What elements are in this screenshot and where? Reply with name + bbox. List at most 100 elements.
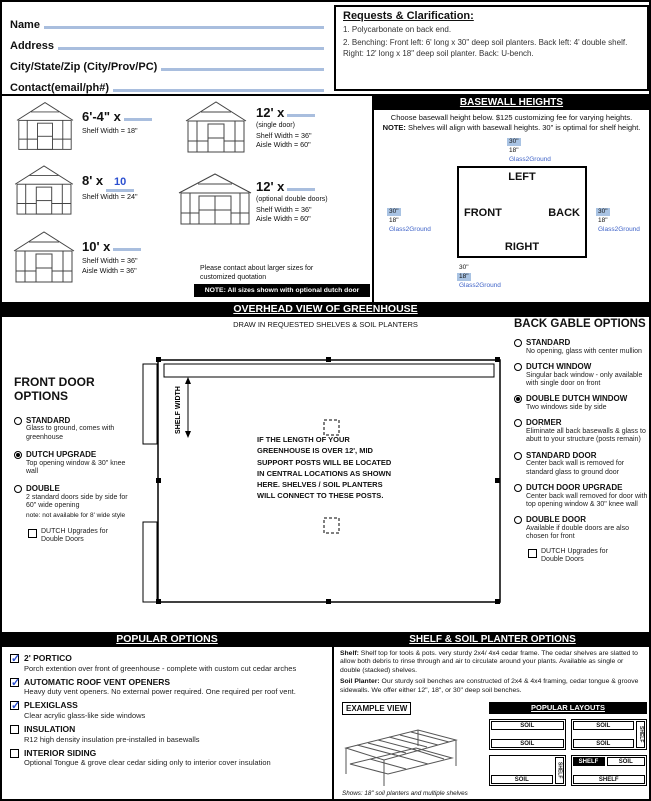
option-desc: 2 standard doors side by side for 60" wi… bbox=[26, 493, 128, 510]
shelf-description: Shelf top for tools & pots. very sturdy … bbox=[340, 650, 638, 674]
name-input[interactable] bbox=[43, 26, 324, 29]
basewall-note-label: NOTE: bbox=[382, 123, 406, 133]
basewall-left-18-option[interactable]: 18" bbox=[509, 147, 519, 155]
size-spec: Aisle Width = 36" bbox=[82, 265, 137, 275]
basewall-front-glass2ground-option[interactable]: Glass2Ground bbox=[389, 226, 431, 234]
front-door-dutch-upgrades-checkbox[interactable] bbox=[28, 528, 37, 538]
front-door-standard-radio[interactable] bbox=[14, 416, 22, 425]
basewall-right-30-option[interactable]: 30" bbox=[459, 264, 469, 271]
basewall-back-30-option[interactable]: 30" bbox=[596, 208, 610, 217]
option-label: AUTOMATIC ROOF VENT OPENERS bbox=[24, 676, 171, 687]
basewall-back-18-option[interactable]: 18" bbox=[598, 217, 608, 225]
checkbox-label: DUTCH Upgrades for Double Doors bbox=[541, 547, 608, 564]
mid-support-posts-note: IF THE LENGTH OF YOUR GREENHOUSE IS OVER… bbox=[257, 435, 392, 501]
size-name: 12' x bbox=[256, 179, 285, 194]
address-label: Address bbox=[10, 40, 55, 52]
option-desc: Center back wall is removed for standard… bbox=[526, 460, 625, 476]
basewall-back-glass2ground-option[interactable]: Glass2Ground bbox=[598, 226, 640, 234]
basewall-diagram: LEFT FRONT BACK RIGHT bbox=[457, 166, 587, 258]
front-door-option-standard: STANDARD Glass to ground, comes with gre… bbox=[14, 416, 136, 442]
basewall-intro-text: Choose basewall height below. $125 custo… bbox=[390, 113, 633, 122]
overhead-view-subtitle: DRAW IN REQUESTED SHELVES & SOIL PLANTER… bbox=[233, 320, 418, 329]
mid-support-post-marker bbox=[323, 419, 340, 436]
city-state-zip-input[interactable] bbox=[161, 68, 324, 71]
option-desc: No opening, glass with center mullion bbox=[526, 347, 642, 355]
option-label: STANDARD bbox=[26, 415, 71, 425]
shelf-soil-planter-section: SHELF & SOIL PLANTER OPTIONS Shelf: Shel… bbox=[334, 632, 649, 799]
popular-options-title: POPULAR OPTIONS bbox=[2, 632, 332, 647]
portico-checkbox[interactable] bbox=[10, 652, 20, 665]
size-spec: Shelf Width = 36" bbox=[256, 130, 312, 140]
interior-siding-checkbox[interactable] bbox=[10, 748, 19, 758]
basewall-front-18-option[interactable]: 18" bbox=[389, 217, 399, 225]
back-gable-dormer-radio[interactable] bbox=[514, 419, 522, 428]
size-spec: Shelf Width = 36" bbox=[82, 256, 138, 265]
basewall-note-text: Shelves will align with basewall heights… bbox=[408, 123, 641, 133]
name-row: Name bbox=[10, 10, 324, 31]
front-door-dutch-upgrade-radio[interactable] bbox=[14, 450, 22, 459]
option-text: STANDARD Glass to ground, comes with gre… bbox=[26, 416, 136, 442]
plexiglass-checkbox[interactable] bbox=[10, 699, 20, 712]
basewall-left-glass2ground-option[interactable]: Glass2Ground bbox=[509, 156, 551, 164]
back-gable-standard-radio[interactable] bbox=[514, 339, 522, 347]
size-10ft-length-input[interactable] bbox=[113, 248, 142, 251]
basewall-left-30-option[interactable]: 30" bbox=[507, 138, 521, 147]
larger-sizes-note: Please contact about larger sizes for cu… bbox=[200, 265, 314, 282]
insulation-checkbox[interactable] bbox=[10, 724, 19, 734]
contact-section: Name Address City/State/Zip (City/Prov/P… bbox=[4, 4, 332, 94]
basewall-left-options: 30" 18" Glass2Ground bbox=[507, 138, 553, 164]
contact-row: Contact(email/ph#) bbox=[10, 73, 324, 94]
basewall-right-18-option[interactable]: 18" bbox=[457, 273, 471, 282]
layout-option-4: SHELF SOIL SHELF bbox=[570, 755, 647, 786]
example-view-drawing bbox=[344, 729, 458, 786]
option-desc: Two windows side by side bbox=[526, 403, 607, 411]
address-input[interactable] bbox=[58, 47, 324, 50]
option-desc: Heavy duty vent openers. No external pow… bbox=[24, 687, 296, 697]
option-label: DOUBLE DOOR bbox=[526, 515, 586, 525]
layout-option-3: SHELF SOIL bbox=[489, 755, 566, 786]
popular-option-interior-siding: INTERIOR SIDING Optional Tongue & grove … bbox=[10, 748, 322, 768]
contact-input[interactable] bbox=[113, 89, 324, 92]
back-gable-option-standard-door: STANDARD DOOR Center back wall is remove… bbox=[514, 451, 648, 477]
shelf-soil-title: SHELF & SOIL PLANTER OPTIONS bbox=[334, 632, 649, 647]
popular-option-plexiglass: PLEXIGLASS Clear acrylic glass-like side… bbox=[10, 699, 322, 720]
overhead-plan-drawing[interactable]: SHELF WIDTH bbox=[130, 334, 508, 629]
back-gable-dutch-window-radio[interactable] bbox=[514, 362, 522, 371]
option-text: 2' PORTICO Porch extention over front of… bbox=[24, 653, 296, 673]
back-gable-dutch-upgrades-checkbox[interactable] bbox=[528, 548, 537, 558]
back-gable-options-section: BACK GABLE OPTIONS STANDARD No opening, … bbox=[514, 318, 648, 571]
back-gable-double-door-radio[interactable] bbox=[514, 516, 522, 525]
option-desc: Top opening window & 30" knee wall bbox=[26, 459, 126, 475]
basewall-front-options: 30" 18" Glass2Ground bbox=[387, 208, 433, 234]
size-spec: Shelf Width = 18" bbox=[82, 126, 138, 135]
basewall-front-30-option[interactable]: 30" bbox=[387, 208, 401, 217]
divider bbox=[372, 94, 374, 302]
option-desc: R12 high density insulation pre-installe… bbox=[24, 734, 200, 744]
option-text: DOUBLE DOOR Available if double doors ar… bbox=[526, 515, 648, 541]
back-gable-standard-door-radio[interactable] bbox=[514, 451, 522, 460]
size-12ft-double-length-input[interactable] bbox=[287, 188, 316, 191]
option-desc: Porch extention over front of greenhouse… bbox=[24, 663, 297, 673]
back-gable-double-dutch-window-radio[interactable] bbox=[514, 395, 522, 404]
option-text: DORMER Eliminate all back basewalls & gl… bbox=[526, 418, 648, 444]
option-label: 2' PORTICO bbox=[24, 653, 72, 663]
front-door-double-radio[interactable] bbox=[14, 485, 22, 494]
left-side-label: LEFT bbox=[508, 171, 536, 183]
size-6ft4-length-input[interactable] bbox=[123, 118, 152, 121]
option-text: INTERIOR SIDING Optional Tongue & grove … bbox=[24, 748, 271, 768]
basewall-right-glass2ground-option[interactable]: Glass2Ground bbox=[459, 282, 501, 290]
checkbox-label: DUTCH Upgrades for Double Doors bbox=[41, 527, 108, 543]
back-gable-dutch-door-upgrade-radio[interactable] bbox=[514, 484, 522, 493]
size-12ft-single-length-input[interactable] bbox=[287, 114, 316, 117]
size-8ft-length-input[interactable]: 10 bbox=[106, 176, 135, 192]
soil-bar: SOIL bbox=[606, 757, 645, 766]
roof-vent-openers-checkbox[interactable] bbox=[10, 676, 20, 689]
option-text: DUTCH DOOR UPGRADE Center back wall remo… bbox=[526, 483, 648, 509]
front-door-options-section: FRONT DOOR OPTIONS STANDARD Glass to gro… bbox=[14, 375, 136, 552]
popular-layouts-title: POPULAR LAYOUTS bbox=[489, 702, 647, 714]
back-gable-option-double-door: DOUBLE DOOR Available if double doors ar… bbox=[514, 515, 648, 541]
option-desc: Glass to ground, comes with greenhouse bbox=[26, 425, 115, 441]
popular-options-list: 2' PORTICO Porch extention over front of… bbox=[2, 647, 332, 767]
soil-bar: SOIL bbox=[572, 739, 634, 748]
